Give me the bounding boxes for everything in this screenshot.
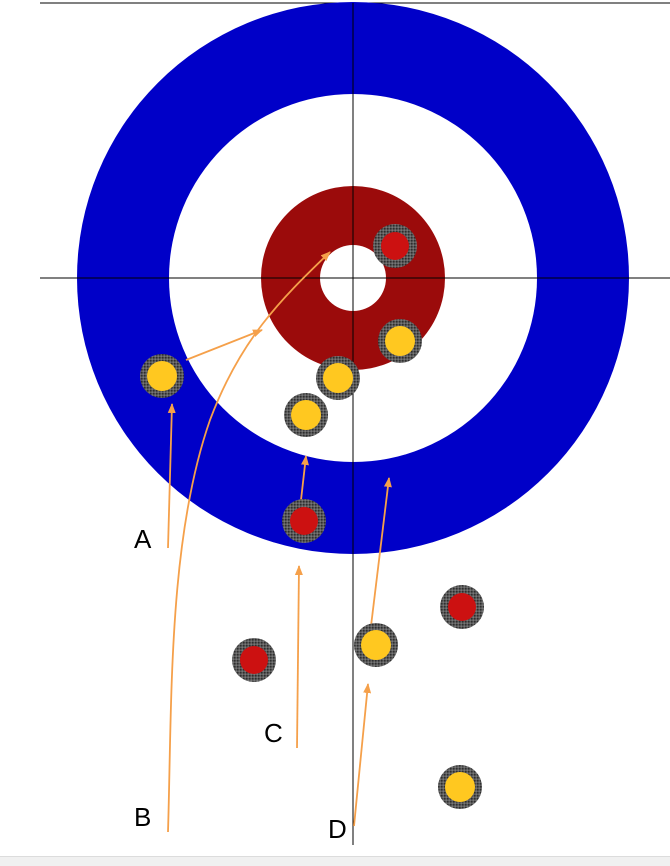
red-stone-1 — [373, 224, 417, 268]
yellow-stone-1 — [140, 354, 184, 398]
yellow-stone-5-core — [361, 630, 391, 660]
arrow-d-short — [353, 683, 372, 827]
arrow-c-up — [294, 565, 303, 749]
red-stone-2 — [282, 499, 326, 543]
yellow-stone-3-core — [323, 363, 353, 393]
label-c: C — [264, 718, 283, 748]
yellow-stone-2 — [378, 319, 422, 363]
yellow-stone-2-core — [385, 326, 415, 356]
red-stone-1-core — [381, 232, 409, 260]
yellow-stone-5 — [354, 623, 398, 667]
yellow-stone-4 — [284, 393, 328, 437]
red-stone-4 — [232, 638, 276, 682]
label-a: A — [134, 524, 152, 554]
bottom-strip — [0, 856, 670, 866]
red-stone-3 — [440, 585, 484, 629]
arrow-d-long — [370, 477, 392, 627]
red-stone-2-core — [290, 507, 318, 535]
yellow-stone-6-core — [445, 772, 475, 802]
yellow-stone-4-core — [291, 400, 321, 430]
label-d: D — [328, 814, 347, 844]
red-stone-3-core — [448, 593, 476, 621]
arrow-c-short — [300, 455, 309, 501]
label-b: B — [134, 802, 151, 832]
red-stone-4-core — [240, 646, 268, 674]
arrow-a-up — [167, 403, 176, 549]
arrow-a-deflect — [185, 329, 263, 361]
yellow-stone-1-core — [147, 361, 177, 391]
yellow-stone-6 — [438, 765, 482, 809]
arrow-b-curve — [167, 251, 331, 833]
arrows — [167, 251, 392, 833]
stones — [140, 224, 484, 809]
yellow-stone-3 — [316, 356, 360, 400]
